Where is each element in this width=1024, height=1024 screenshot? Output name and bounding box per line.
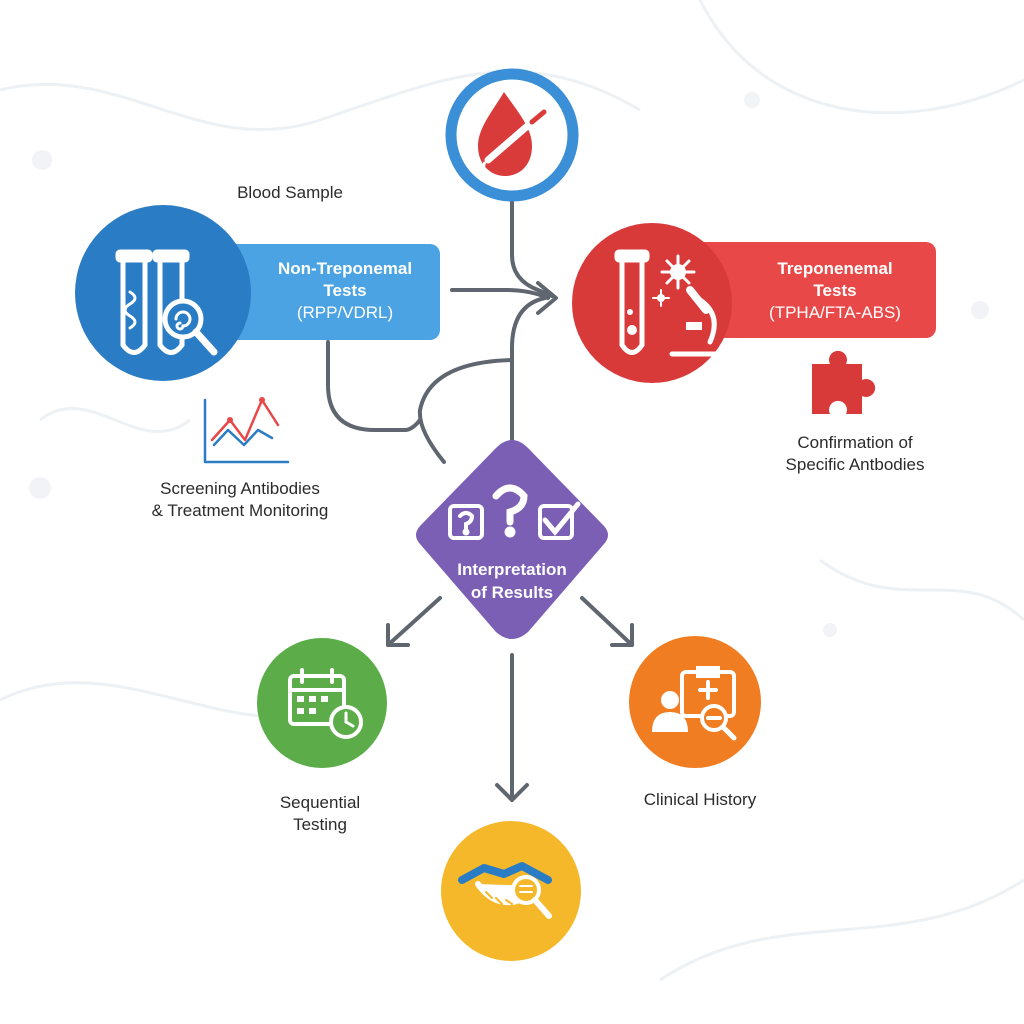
- test-tube-microscope-icon: [614, 249, 719, 357]
- test-tubes-magnifier-icon: [115, 249, 218, 356]
- interpretation-label: Interpretation of Results: [457, 560, 567, 602]
- connector-blood-to-treponemal: [510, 196, 554, 298]
- arrowhead-clinical-history: [610, 623, 634, 647]
- handshake-magnifier-icon: [458, 862, 552, 919]
- blood-sample-label: Blood Sample: [237, 183, 343, 202]
- arrowhead-consultation: [495, 783, 529, 802]
- treponemal-codes: (TPHA/FTA-ABS): [769, 303, 901, 322]
- arrow-to-clinical-history: [580, 596, 634, 647]
- arrowhead-treponemal: [536, 281, 558, 315]
- treponemal-label: Treponenemal Tests (TPHA/FTA-ABS): [740, 258, 930, 324]
- non-treponemal-label: Non-Treponemal Tests (RPP/VDRL): [255, 258, 435, 324]
- question-check-icon: [448, 484, 581, 540]
- connector-nontrep-loop: [326, 340, 422, 432]
- calendar-clock-icon: [288, 668, 363, 739]
- blood-drop-needle-icon: [478, 92, 547, 176]
- non-treponemal-codes: (RPP/VDRL): [296, 303, 394, 322]
- arrow-to-sequential: [386, 596, 442, 647]
- puzzle-piece-icon: [812, 350, 876, 414]
- arrowhead-sequential: [386, 623, 410, 647]
- connector-interpretation-to-trep: [510, 296, 547, 442]
- connector-interpretation-loop: [417, 358, 514, 464]
- non-treponemal-title: Non-Treponemal: [277, 259, 413, 278]
- patient-record-icon: [652, 666, 737, 741]
- treponemal-title: Treponenemal: [777, 259, 893, 278]
- screening-label: Screening Antibodies & Treatment Monitor…: [151, 479, 329, 520]
- treponemal-subtitle: Tests: [813, 281, 857, 300]
- confirmation-label: Confirmation of Specific Antbodies: [785, 433, 925, 474]
- sequential-testing-label: Sequential Testing: [279, 793, 361, 834]
- line-chart-icon: [203, 397, 290, 464]
- clinical-history-label: Clinical History: [643, 790, 757, 809]
- non-treponemal-subtitle: Tests: [323, 281, 367, 300]
